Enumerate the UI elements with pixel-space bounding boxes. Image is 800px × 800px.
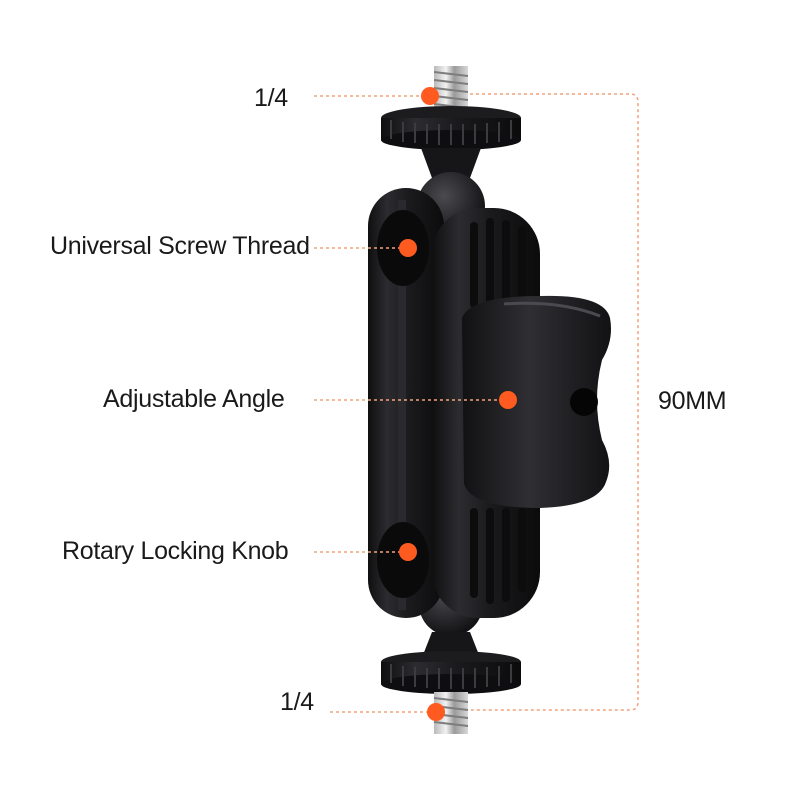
callout-top-thread: 1/4 xyxy=(254,84,288,112)
dot-top-thread xyxy=(421,87,439,105)
locking-knob xyxy=(462,295,611,508)
dot-locking-knob xyxy=(399,543,417,561)
dimension-length-label: 90MM xyxy=(658,387,727,415)
dot-bottom-thread xyxy=(427,703,445,721)
dot-adjustable-angle xyxy=(499,391,517,409)
callout-bottom-thread: 1/4 xyxy=(280,688,314,716)
callout-universal-screw-thread: Universal Screw Thread xyxy=(50,232,310,260)
callout-adjustable-angle: Adjustable Angle xyxy=(103,385,285,413)
dot-screw-thread xyxy=(399,239,417,257)
dimension-bracket xyxy=(470,93,639,711)
callout-lines xyxy=(314,95,508,713)
top-knurled-nut xyxy=(381,106,521,178)
callout-rotary-locking-knob: Rotary Locking Knob xyxy=(62,537,289,565)
bottom-knurled-nut xyxy=(381,632,521,694)
